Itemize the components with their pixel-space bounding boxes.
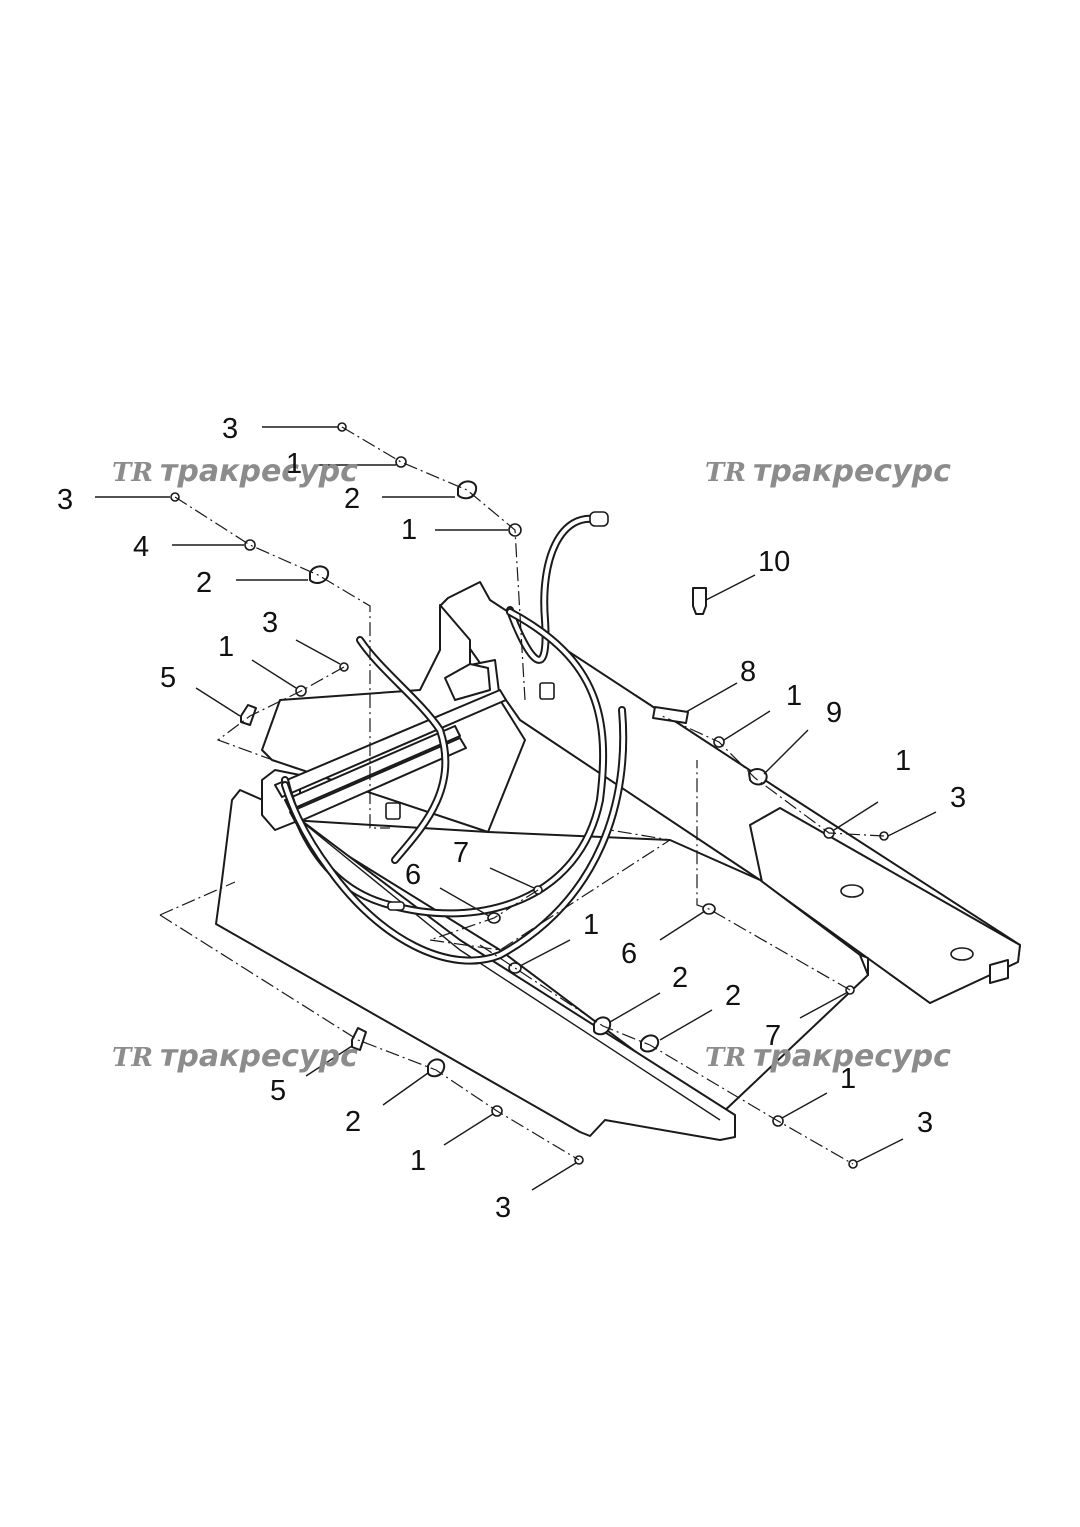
hose-d-inner <box>283 708 626 963</box>
leader-c27 <box>382 1072 429 1106</box>
callout-label: 3 <box>57 484 73 516</box>
leader-c26 <box>305 1045 353 1077</box>
watermark-bottom-right: TR тракресурс <box>705 1039 951 1074</box>
floor-panel <box>289 819 869 1116</box>
callout-label: 10 <box>758 546 790 578</box>
part-9-clip <box>748 768 768 786</box>
callout-label: 7 <box>453 837 469 869</box>
leader-c21 <box>609 992 661 1023</box>
callout-label: 2 <box>672 962 688 994</box>
leader-c10 <box>195 687 241 717</box>
leader-c25 <box>856 1138 904 1163</box>
assembly-line-left-mid <box>216 666 345 771</box>
frame-hole-upper <box>840 884 864 898</box>
assembly-line-bottom-right <box>479 944 854 1165</box>
callout-label: 7 <box>765 1020 781 1052</box>
tube-middle <box>284 725 461 811</box>
leader-c19 <box>519 939 571 967</box>
callout-label: 3 <box>950 782 966 814</box>
watermark-bottom-left: TR тракресурс <box>112 1039 358 1074</box>
callout-label: 1 <box>786 680 802 712</box>
callout-label: 5 <box>270 1075 286 1107</box>
leader-c08 <box>295 639 341 665</box>
watermark-text: тракресурс <box>753 454 951 489</box>
hose-end-terminal <box>589 511 609 527</box>
callout-label: 9 <box>826 697 842 729</box>
callout-label: 2 <box>345 1106 361 1138</box>
leader-c24 <box>781 1092 828 1119</box>
leader-c20 <box>659 910 706 941</box>
assembly-line-left-upper <box>174 496 390 829</box>
clamp-block-lower <box>385 802 401 820</box>
assembly-line-bottom <box>159 881 580 1161</box>
leader-c23 <box>799 991 849 1019</box>
part-2-clip-floor-b <box>640 1034 660 1053</box>
watermark-text: тракресурс <box>160 454 358 489</box>
callout-label: 6 <box>405 859 421 891</box>
leader-c11 <box>705 574 756 601</box>
leader-c16 <box>887 811 937 837</box>
leader-c28 <box>443 1113 494 1146</box>
callout-label: 1 <box>840 1063 856 1095</box>
leader-c29 <box>531 1162 577 1191</box>
left-side-panel-edge <box>289 811 721 1121</box>
callout-label: 3 <box>917 1107 933 1139</box>
callout-label: 1 <box>583 909 599 941</box>
callout-label: 1 <box>895 745 911 777</box>
part-10-fitting <box>692 587 707 615</box>
callout-label: 8 <box>740 656 756 688</box>
frame-hole-lower <box>950 947 974 961</box>
callout-label: 2 <box>725 980 741 1012</box>
watermark-logo: TR <box>112 458 153 488</box>
callout-label: 1 <box>401 514 417 546</box>
callout-label: 1 <box>286 448 302 480</box>
washer-floor <box>508 962 522 974</box>
assembly-line-floor-center <box>429 829 672 951</box>
watermark-text: тракресурс <box>753 1039 951 1074</box>
leader-c13 <box>723 710 771 741</box>
floor-clip <box>387 901 405 911</box>
part-2-clip-mid <box>309 565 330 584</box>
watermark-logo: TR <box>705 1043 746 1073</box>
leader-c09 <box>251 659 297 689</box>
part-5-clip-bottom <box>351 1027 367 1051</box>
assembly-line-top <box>341 426 526 701</box>
callout-label: 3 <box>495 1192 511 1224</box>
leader-c15 <box>833 801 879 831</box>
rear-plate-bracket <box>444 663 491 701</box>
callout-label: 3 <box>262 607 278 639</box>
callout-label: 5 <box>160 662 176 694</box>
watermark-logo: TR <box>112 1043 153 1073</box>
callout-label: 3 <box>222 413 238 445</box>
washer-4 <box>244 539 256 551</box>
leader-c14 <box>763 729 809 775</box>
leader-c12 <box>685 682 738 713</box>
callout-label: 4 <box>133 531 149 563</box>
clamp-block-rear <box>539 682 555 700</box>
watermark-top-left: TR тракресурс <box>112 454 358 489</box>
callout-label: 2 <box>196 567 212 599</box>
part-5-clip-left <box>240 704 257 726</box>
hose-a-inner <box>508 516 602 662</box>
callout-label: 1 <box>410 1145 426 1177</box>
washer-top <box>395 456 407 468</box>
callout-label: 6 <box>621 938 637 970</box>
leader-c17 <box>489 867 535 889</box>
watermark-text: тракресурс <box>160 1039 358 1074</box>
assembly-line-right <box>659 714 885 837</box>
callout-label: 2 <box>344 483 360 515</box>
part-8-sleeve <box>652 706 689 724</box>
leader-c22 <box>659 1009 713 1041</box>
hose-c-inner <box>358 638 448 862</box>
watermark-top-right: TR тракресурс <box>705 454 951 489</box>
tube-upper <box>274 689 507 798</box>
assembly-line-floor-right <box>696 760 851 991</box>
watermark-logo: TR <box>705 458 746 488</box>
right-frame-foot <box>989 959 1009 984</box>
leader-c18 <box>439 887 490 917</box>
callout-label: 1 <box>218 631 234 663</box>
